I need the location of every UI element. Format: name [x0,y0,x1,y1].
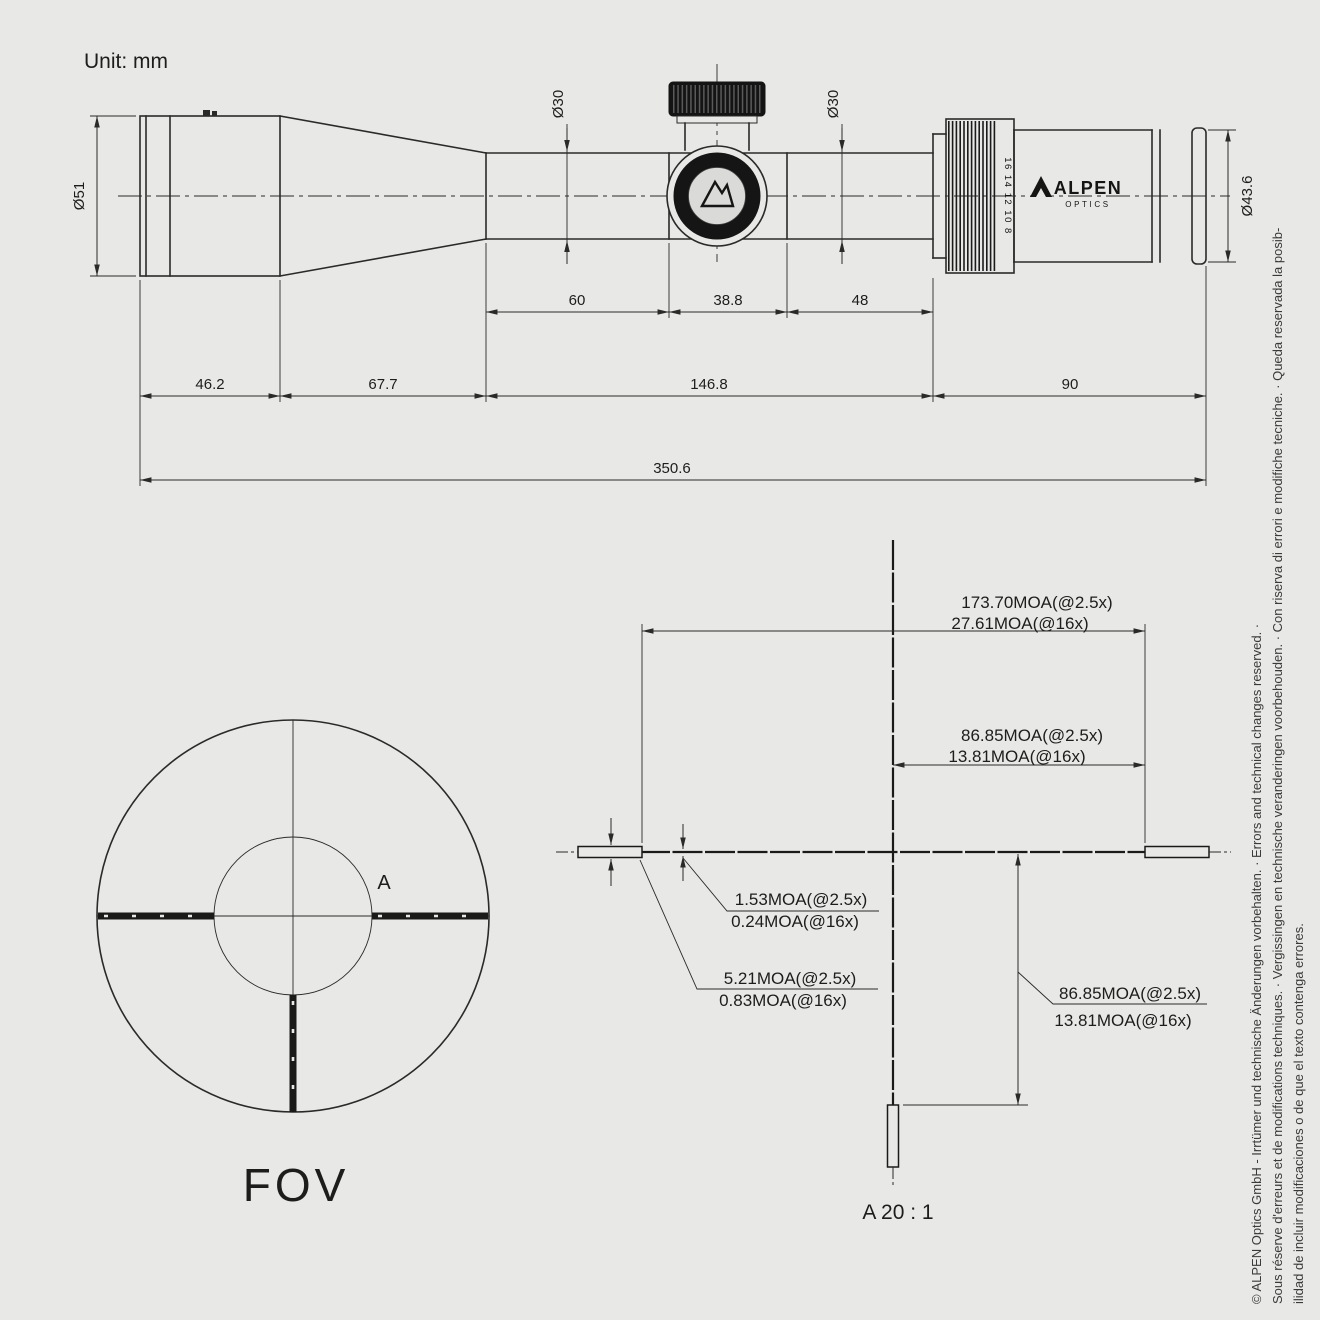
reticle-left-post [98,912,214,920]
legal-line-2: Sous réserve d'erreurs et de modificatio… [1270,228,1285,1304]
brand-sub: OPTICS [1065,200,1110,209]
half-width-moa-high: 13.81MOA(@16x) [948,747,1085,766]
dim-67-7: 67.7 [368,376,397,393]
fov-title: FOV [243,1159,350,1211]
post-thickness-moa-low: 5.21MOA(@2.5x) [724,969,857,988]
half-height-leader [1017,971,1207,1005]
unit-label: Unit: mm [84,50,168,73]
scope-side-view: 16 14 12 10 8 ALPEN OPTICS [118,64,1230,277]
side-turret [666,145,768,247]
legal-line-3: ilidad de incluir modificaciones o de qu… [1291,923,1306,1304]
full-width-moa-low: 173.70MOA(@2.5x) [961,593,1112,612]
fov-diagram: A FOV [96,719,490,1211]
line-thickness-moa-low: 1.53MOA(@2.5x) [735,890,868,909]
detail-right-post [1144,845,1210,859]
dia-objective-label: Ø51 [71,182,88,210]
dim-90: 90 [1062,376,1079,393]
brand-name: ALPEN [1054,178,1123,198]
detail-left-post [577,845,643,859]
legal-line-1: © ALPEN Optics GmbH - Irrtümer und techn… [1249,624,1264,1304]
half-width-moa-low: 86.85MOA(@2.5x) [961,726,1103,745]
index-mark [212,111,217,116]
post-thickness-moa-high: 0.83MOA(@16x) [719,991,847,1010]
power-scale-numbers: 16 14 12 10 8 [1002,157,1013,235]
eyecup [1191,127,1207,265]
diameter-dimensions: Ø51 Ø30 Ø30 Ø43.6 [71,90,1256,277]
dim-total: 350.6 [653,460,691,477]
alpen-mountain-icon [699,179,735,208]
dim-46-2: 46.2 [195,376,224,393]
dia-tube-left-label: Ø30 [550,90,567,118]
full-width-moa-high: 27.61MOA(@16x) [951,614,1088,633]
dim-48: 48 [852,292,869,309]
dim-146-8: 146.8 [690,376,728,393]
half-height-moa-high: 13.81MOA(@16x) [1054,1011,1191,1030]
half-height-moa-low: 86.85MOA(@2.5x) [1059,984,1201,1003]
post-thickness-leader [639,859,878,990]
alpen-logo-notch [1036,188,1046,197]
line-thickness-moa-high: 0.24MOA(@16x) [731,912,859,931]
dim-60: 60 [569,292,586,309]
reticle-right-post [372,912,488,920]
dim-38-8: 38.8 [713,292,742,309]
legal-disclaimer: © ALPEN Optics GmbH - Irrtümer und techn… [1249,228,1306,1304]
turret-ring [673,152,761,240]
eyepiece-assembly: 16 14 12 10 8 ALPEN OPTICS [932,118,1207,274]
alpen-logo-icon [1030,176,1052,197]
dia-tube-right-label: Ø30 [825,90,842,118]
objective-bell [139,110,281,277]
detail-bottom-post [886,1104,900,1168]
index-mark [203,110,210,116]
line-thickness-leader [682,857,879,912]
detail-marker-a: A [377,872,391,894]
reticle-bottom-post [289,995,297,1112]
dia-eyepiece-label: Ø43.6 [1239,176,1256,217]
elevation-turret [668,81,766,151]
length-dimensions: 60 38.8 48 46.2 67.7 146.8 90 350.6 [139,243,1207,486]
reticle-detail-view: 173.70MOA(@2.5x) 27.61MOA(@16x) 86.85MOA… [556,540,1231,1224]
taper-cone [279,115,487,277]
detail-scale-label: A 20 : 1 [862,1201,933,1224]
